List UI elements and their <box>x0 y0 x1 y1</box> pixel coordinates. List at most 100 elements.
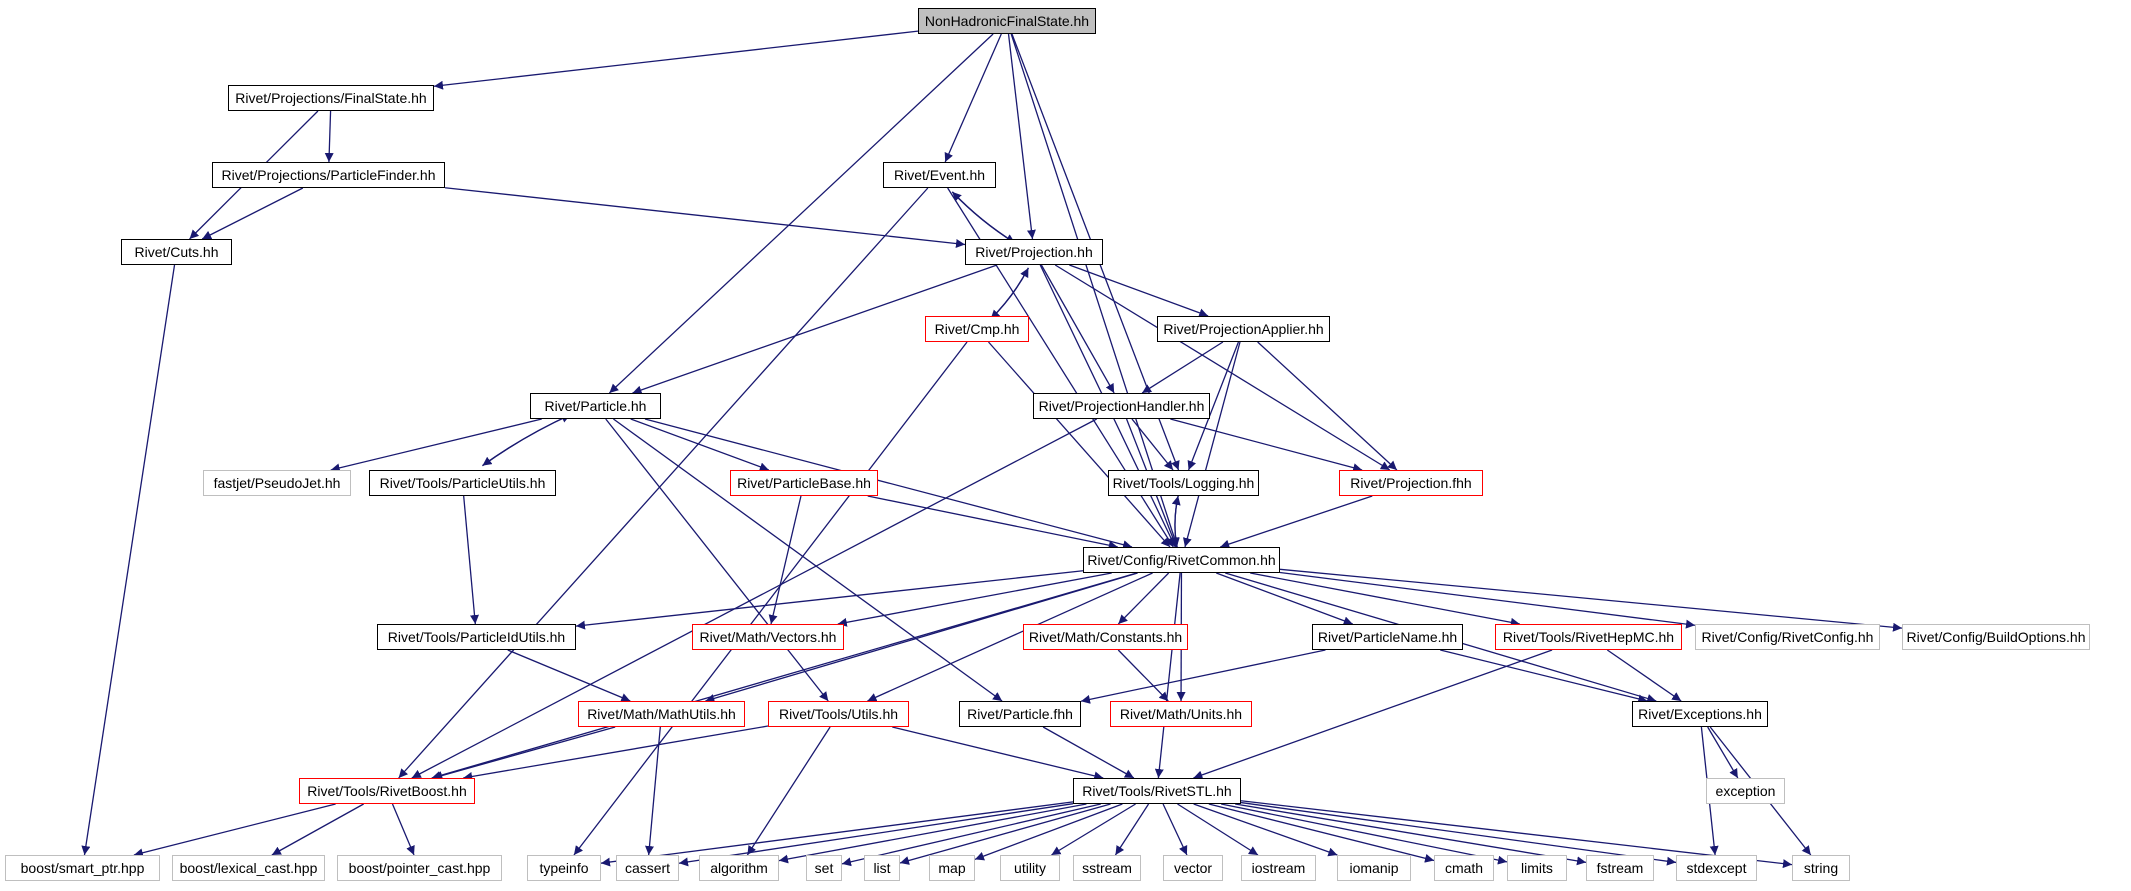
node-particlebase[interactable]: Rivet/ParticleBase.hh <box>730 470 878 496</box>
edge-event-to-rivetcommon <box>947 187 1174 548</box>
node-particlefinder[interactable]: Rivet/Projections/ParticleFinder.hh <box>212 162 445 188</box>
edge-projapplier-to-projfhh <box>1257 341 1398 471</box>
node-label: algorithm <box>710 860 768 876</box>
node-particle[interactable]: Rivet/Particle.hh <box>530 393 661 419</box>
edge-mathutils-to-cassert <box>645 726 661 856</box>
edge-rivetstl-to-limits <box>1221 803 1508 865</box>
node-label: exception <box>1715 783 1776 799</box>
node-lexicalcast: boost/lexical_cast.hpp <box>172 855 325 881</box>
node-label: Rivet/Tools/ParticleIdUtils.hh <box>387 629 566 645</box>
node-exceptions[interactable]: Rivet/Exceptions.hh <box>1632 701 1768 727</box>
edge-mathutils-to-rivetboost <box>433 726 616 780</box>
edge-root-to-finalstate <box>433 30 919 90</box>
node-label: boost/smart_ptr.hpp <box>20 860 145 876</box>
edge-rivetcommon-to-rivetstl <box>1154 572 1181 779</box>
edge-cmp-to-typeinfo <box>573 341 968 856</box>
edge-constants-to-units <box>1117 649 1169 702</box>
node-label: string <box>1803 860 1839 876</box>
node-label: Rivet/ParticleName.hh <box>1317 629 1458 645</box>
edge-rivetcommon-to-constants <box>1117 572 1170 625</box>
edge-rivetboost-to-lexicalcast <box>271 803 364 856</box>
edge-rivetstl-to-stdexcept <box>1240 801 1677 866</box>
edge-projection-to-projhandler <box>1040 264 1115 394</box>
edge-rivetcommon-to-rivetconfig <box>1279 571 1696 629</box>
node-label: Rivet/Cuts.hh <box>134 244 219 260</box>
edge-projhandler-to-logging <box>1131 418 1174 471</box>
node-label: cassert <box>624 860 671 876</box>
edge-toolsutils-to-algorithm <box>746 726 831 856</box>
edge-rivethepmc-to-exceptions <box>1606 649 1682 702</box>
edge-particle-to-particlefhh <box>613 418 1003 702</box>
node-list: list <box>864 855 900 881</box>
node-pointercast: boost/pointer_cast.hpp <box>337 855 502 881</box>
edge-particle-to-rivetcommon <box>644 418 1133 550</box>
edge-exceptions-to-exception <box>1707 726 1739 779</box>
node-mathutils[interactable]: Rivet/Math/MathUtils.hh <box>578 701 745 727</box>
edge-projfhh-to-rivetcommon <box>1220 495 1373 549</box>
node-constants[interactable]: Rivet/Math/Constants.hh <box>1023 624 1188 650</box>
edge-particlefinder-to-projection <box>444 187 966 248</box>
edge-rivetstl-to-fstream <box>1235 803 1587 866</box>
node-label: vector <box>1173 860 1213 876</box>
node-projection[interactable]: Rivet/Projection.hh <box>965 239 1103 265</box>
node-rivetconfig: Rivet/Config/RivetConfig.hh <box>1695 624 1880 650</box>
edge-rivetstl-to-iomanip <box>1193 803 1338 857</box>
edge-projapplier-to-rivetcommon <box>1182 341 1241 548</box>
node-label: Rivet/Projection.fhh <box>1350 475 1472 491</box>
node-label: Rivet/Math/Vectors.hh <box>699 629 837 645</box>
node-projfhh[interactable]: Rivet/Projection.fhh <box>1339 470 1483 496</box>
node-particlename[interactable]: Rivet/ParticleName.hh <box>1312 624 1463 650</box>
node-projapplier[interactable]: Rivet/ProjectionApplier.hh <box>1157 316 1330 342</box>
node-rivethepmc[interactable]: Rivet/Tools/RivetHepMC.hh <box>1495 624 1682 650</box>
edge-cuts-to-smartptr <box>81 264 176 856</box>
node-label: Rivet/Tools/RivetHepMC.hh <box>1502 629 1675 645</box>
node-label: fstream <box>1596 860 1644 876</box>
node-label: Rivet/Math/Constants.hh <box>1028 629 1183 645</box>
node-rivetstl[interactable]: Rivet/Tools/RivetSTL.hh <box>1073 778 1241 804</box>
node-particlefhh[interactable]: Rivet/Particle.fhh <box>959 701 1081 727</box>
edge-cmp-to-rivetcommon <box>988 341 1171 548</box>
edge-toolsutils-to-rivetboost <box>463 725 769 781</box>
edge-particlebase-to-rivetcommon <box>867 495 1118 550</box>
edge-rivetstl-to-vector <box>1162 803 1188 856</box>
edge-particleutils-to-particle <box>482 414 571 467</box>
node-cuts[interactable]: Rivet/Cuts.hh <box>121 239 232 265</box>
node-rivetcommon[interactable]: Rivet/Config/RivetCommon.hh <box>1083 547 1280 573</box>
node-label: Rivet/Projections/ParticleFinder.hh <box>221 167 436 183</box>
node-toolsutils[interactable]: Rivet/Tools/Utils.hh <box>768 701 909 727</box>
node-label: Rivet/ProjectionApplier.hh <box>1163 321 1324 337</box>
node-iostream: iostream <box>1241 855 1316 881</box>
edge-rivetcommon-to-logging <box>1171 495 1181 547</box>
edge-rivetstl-to-utility <box>1051 803 1136 856</box>
node-smartptr: boost/smart_ptr.hpp <box>5 855 160 881</box>
node-typeinfo: typeinfo <box>527 855 601 881</box>
node-label: Rivet/Tools/Utils.hh <box>778 706 899 722</box>
node-finalstate[interactable]: Rivet/Projections/FinalState.hh <box>228 85 434 111</box>
node-label: Rivet/Config/RivetConfig.hh <box>1701 629 1874 645</box>
node-root[interactable]: NonHadronicFinalState.hh <box>918 8 1096 34</box>
edge-rivetcommon-to-buildoptions <box>1279 568 1903 632</box>
edge-rivetboost-to-smartptr <box>133 803 336 858</box>
node-buildoptions: Rivet/Config/BuildOptions.hh <box>1902 624 2090 650</box>
node-pidutils[interactable]: Rivet/Tools/ParticleIdUtils.hh <box>377 624 576 650</box>
node-cmath: cmath <box>1434 855 1494 881</box>
node-units[interactable]: Rivet/Math/Units.hh <box>1110 701 1252 727</box>
node-projhandler[interactable]: Rivet/ProjectionHandler.hh <box>1033 393 1210 419</box>
node-algorithm: algorithm <box>699 855 779 881</box>
node-utility: utility <box>1000 855 1060 881</box>
node-fstream: fstream <box>1586 855 1654 881</box>
node-cmp[interactable]: Rivet/Cmp.hh <box>925 316 1029 342</box>
edge-rivetcommon-to-particlename <box>1216 572 1353 626</box>
node-particleutils[interactable]: Rivet/Tools/ParticleUtils.hh <box>369 470 556 496</box>
edge-particleutils-to-pidutils <box>463 495 479 625</box>
node-label: Rivet/Tools/Logging.hh <box>1112 475 1255 491</box>
edge-rivetcommon-to-vectors <box>837 572 1112 627</box>
node-logging[interactable]: Rivet/Tools/Logging.hh <box>1108 470 1259 496</box>
node-vectors[interactable]: Rivet/Math/Vectors.hh <box>692 624 844 650</box>
node-event[interactable]: Rivet/Event.hh <box>883 162 996 188</box>
node-rivetboost[interactable]: Rivet/Tools/RivetBoost.hh <box>299 778 475 804</box>
node-label: sstream <box>1082 860 1132 876</box>
edge-rivethepmc-to-rivetstl <box>1193 649 1553 780</box>
node-label: cmath <box>1444 860 1484 876</box>
node-label: Rivet/Math/Units.hh <box>1119 706 1243 722</box>
